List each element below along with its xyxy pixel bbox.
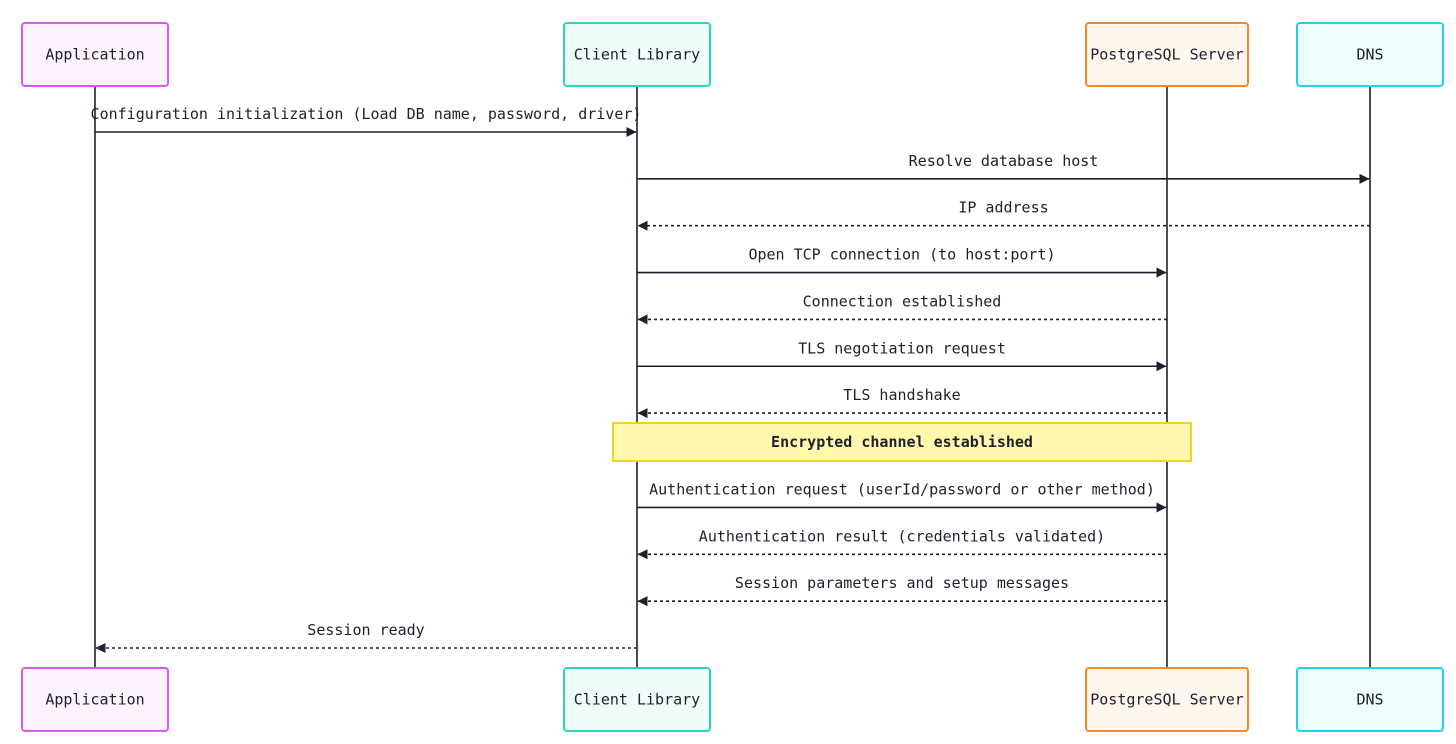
actor-label: Application <box>45 46 144 64</box>
message-11: Session ready <box>95 621 637 653</box>
message-9: Authentication result (credentials valid… <box>637 527 1167 560</box>
actor-box <box>1296 667 1444 732</box>
message-label: Resolve database host <box>909 152 1099 170</box>
actor-client-bottom: Client Library <box>563 667 711 732</box>
actor-pg-bottom: PostgreSQL Server <box>1085 667 1249 732</box>
message-8: Authentication request (userId/password … <box>637 480 1167 513</box>
actors-top: Application Client Library PostgreSQL Serv… <box>21 22 1444 87</box>
note-label: Encrypted channel established <box>771 433 1033 451</box>
message-6: TLS negotiation request <box>637 339 1167 372</box>
actor-label: Client Library <box>574 691 700 709</box>
actor-dns-bottom: DNS <box>1296 667 1444 732</box>
message-5: Connection established <box>637 292 1167 325</box>
actor-label: DNS <box>1356 46 1383 64</box>
actor-pg-top: PostgreSQL Server <box>1085 22 1249 87</box>
message-label: TLS negotiation request <box>798 339 1006 357</box>
note-box <box>612 422 1192 462</box>
message-label: Connection established <box>803 292 1002 310</box>
actor-box <box>21 22 169 87</box>
actor-box <box>21 667 169 732</box>
message-label: IP address <box>958 199 1048 217</box>
actor-box <box>1085 22 1249 87</box>
message-label: Session parameters and setup messages <box>735 574 1069 592</box>
actor-box <box>563 667 711 732</box>
message-label: Configuration initialization (Load DB na… <box>91 105 642 123</box>
actor-label: Client Library <box>574 46 700 64</box>
message-label: Session ready <box>307 621 424 639</box>
actor-box <box>563 22 711 87</box>
actor-app-bottom: Application <box>21 667 169 732</box>
lifelines <box>94 86 1371 668</box>
actor-client-top: Client Library <box>563 22 711 87</box>
message-3: IP address <box>637 199 1370 231</box>
actor-label: DNS <box>1356 691 1383 709</box>
message-10: Session parameters and setup messages <box>637 574 1167 607</box>
message-label: TLS handshake <box>843 386 960 404</box>
messages: Configuration initialization (Load DB na… <box>91 105 1370 653</box>
actor-label: PostgreSQL Server <box>1090 691 1244 709</box>
actor-label: PostgreSQL Server <box>1090 46 1244 64</box>
actor-dns-top: DNS <box>1296 22 1444 87</box>
message-label: Authentication request (userId/password … <box>649 480 1155 498</box>
message-2: Resolve database host <box>637 152 1370 184</box>
actors-bottom: Application Client Library PostgreSQL Serv… <box>21 667 1444 732</box>
message-label: Open TCP connection (to host:port) <box>748 246 1055 264</box>
actor-box <box>1296 22 1444 87</box>
message-4: Open TCP connection (to host:port) <box>637 246 1167 278</box>
message-1: Configuration initialization (Load DB na… <box>91 105 642 137</box>
message-7: TLS handshake <box>637 386 1167 419</box>
actor-box <box>1085 667 1249 732</box>
message-label: Authentication result (credentials valid… <box>699 527 1105 545</box>
actor-label: Application <box>45 691 144 709</box>
actor-app-top: Application <box>21 22 169 87</box>
note: Encrypted channel established <box>612 422 1192 462</box>
